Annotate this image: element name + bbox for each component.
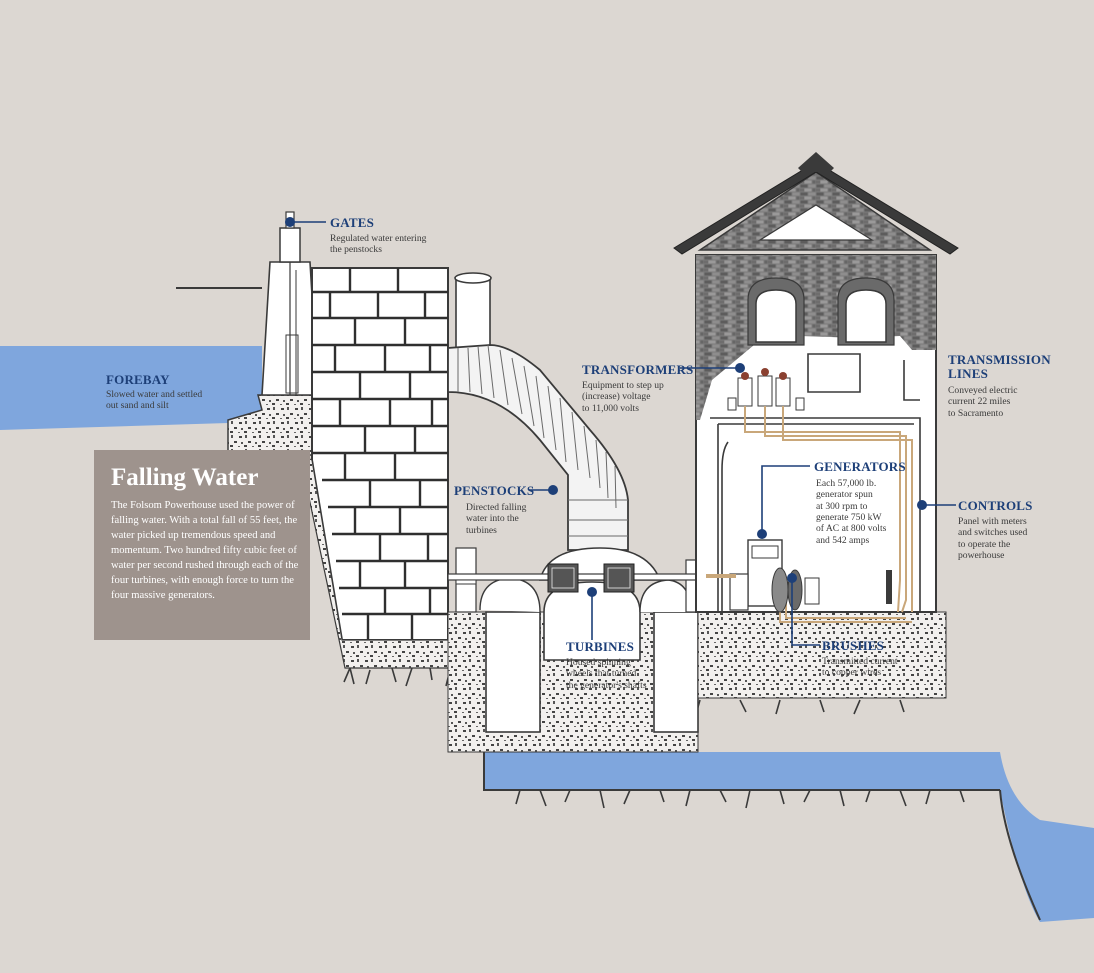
info-box-body: The Folsom Powerhouse used the power of … <box>111 498 300 603</box>
info-box-title: Falling Water <box>111 464 300 492</box>
turbines-label: TURBINES <box>566 640 634 654</box>
brushes-description: Transmitted current to copper wires <box>822 656 898 679</box>
transmission-lines-description: Conveyed electric current 22 miles to Sa… <box>948 385 1018 419</box>
forebay-description: Slowed water and settled out sand and si… <box>106 389 202 412</box>
transmission-lines-label: TRANSMISSION LINES <box>948 353 1051 380</box>
gates-label: GATES <box>330 216 374 230</box>
forebay-label: FOREBAY <box>106 373 170 387</box>
controls-label: CONTROLS <box>958 499 1033 513</box>
roof-vent <box>798 152 834 172</box>
transformers-label: TRANSFORMERS <box>582 363 693 377</box>
turbines-description: Housed spinning wheels that turned the g… <box>566 657 647 691</box>
transformers-description: Equipment to step up (increase) voltage … <box>582 380 664 414</box>
penstocks-label: PENSTOCKS <box>454 484 534 498</box>
gates-description: Regulated water entering the penstocks <box>330 233 426 256</box>
brushes-label: BRUSHES <box>822 639 884 653</box>
falling-water-info-box: Falling Water The Folsom Powerhouse used… <box>94 450 310 640</box>
forebay-water <box>0 346 262 430</box>
powerhouse-foundation <box>698 612 946 698</box>
penstocks-description: Directed falling water into the turbines <box>466 502 526 536</box>
controls-description: Panel with meters and switches used to o… <box>958 516 1027 561</box>
tailrace-water <box>484 752 1094 922</box>
generators-description: Each 57,000 lb. generator spun at 300 rp… <box>816 478 886 546</box>
generators-label: GENERATORS <box>814 460 906 474</box>
